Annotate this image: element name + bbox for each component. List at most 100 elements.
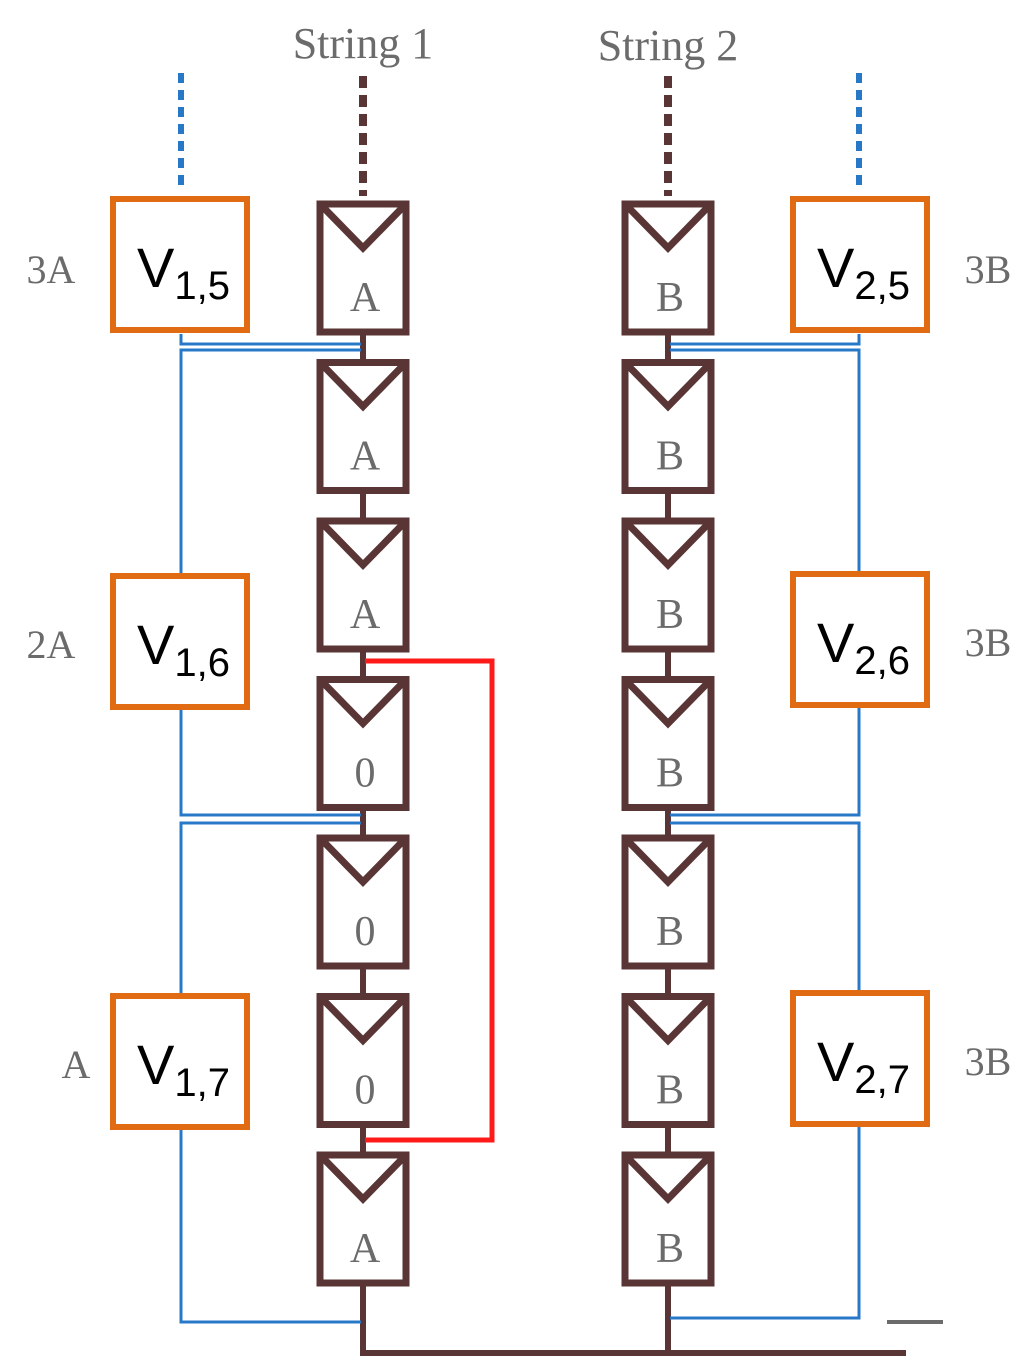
diode-icon xyxy=(319,520,407,571)
panel-frame xyxy=(316,359,410,494)
diode-icon xyxy=(319,837,407,888)
conv-2-6-to-conv-2-7-wire xyxy=(670,821,861,992)
solar-panel: A xyxy=(316,1151,410,1287)
solar-panel: B xyxy=(621,676,715,811)
panel-label: A xyxy=(350,434,381,480)
converter-label: V2,6 xyxy=(817,611,910,683)
panel-label: B xyxy=(656,1226,684,1272)
solar-panel: 0 xyxy=(316,993,410,1128)
voltage-converter-2-7: V2,7 xyxy=(790,990,930,1127)
converter-subscript: 2,6 xyxy=(854,639,910,683)
diode-icon xyxy=(624,203,712,254)
diode-icon xyxy=(319,1154,407,1205)
conv-1-7-to-bottom-wire xyxy=(179,1130,361,1324)
labels-layer: String 1 String 2 3A 2A A 3B 3B 3B xyxy=(27,19,1012,1087)
wiring-layer xyxy=(178,73,943,1356)
panel-frame xyxy=(621,359,715,494)
converter-label: V1,7 xyxy=(137,1033,230,1105)
converter-side-label: 3A xyxy=(27,247,76,292)
panel-frame xyxy=(316,676,410,811)
converter-side-label: 3B xyxy=(965,247,1012,292)
diode-icon xyxy=(624,679,712,729)
converter-side-label: 2A xyxy=(27,622,76,667)
converter-frame xyxy=(790,990,930,1127)
panel-label: A xyxy=(350,1226,381,1272)
panel-label: B xyxy=(656,275,684,321)
voltage-converter-1-6: V1,6 xyxy=(110,573,250,710)
string-2-title: String 2 xyxy=(598,21,739,70)
solar-panel: 0 xyxy=(316,834,410,970)
panel-label: A xyxy=(350,275,381,321)
panel-label: B xyxy=(656,1068,684,1114)
diode-icon xyxy=(624,362,712,412)
panel-label: A xyxy=(350,592,381,638)
conv-2-5-to-string-wire-a xyxy=(670,334,861,346)
conv-2-6-to-string-wire xyxy=(670,707,861,817)
converter-main: V xyxy=(137,1033,175,1096)
converter-main: V xyxy=(817,236,855,299)
conv-2-7-to-bottom-wire xyxy=(670,1126,861,1320)
converter-label: V2,7 xyxy=(817,1030,910,1102)
converter-frame xyxy=(790,571,930,708)
panel-frame xyxy=(316,834,410,970)
conv-2-5-to-conv-2-6-wire xyxy=(670,348,861,572)
converter-label: V2,5 xyxy=(817,236,910,308)
solar-panel: A xyxy=(316,359,410,494)
panel-frame xyxy=(316,1151,410,1287)
diode-icon xyxy=(319,203,407,254)
converter-frame xyxy=(110,993,250,1130)
converter-main: V xyxy=(137,613,175,676)
diode-icon xyxy=(319,996,407,1046)
converter-frame xyxy=(790,196,930,333)
voltage-converter-2-6: V2,6 xyxy=(790,571,930,708)
panel-label: 0 xyxy=(355,1068,376,1114)
panel-frame xyxy=(621,1151,715,1287)
solar-panel: 0 xyxy=(316,676,410,811)
solar-panel: B xyxy=(621,1151,715,1287)
panel-frame xyxy=(316,993,410,1128)
panel-frame xyxy=(621,517,715,653)
voltage-converter-1-7: V1,7 xyxy=(110,993,250,1130)
solar-panel: B xyxy=(621,834,715,970)
panel-label: B xyxy=(656,909,684,955)
panel-frame xyxy=(621,200,715,336)
solar-panel: B xyxy=(621,517,715,653)
solar-panel: B xyxy=(621,359,715,494)
converter-main: V xyxy=(817,611,855,674)
converter-subscript: 1,7 xyxy=(174,1061,230,1105)
solar-panel: A xyxy=(316,517,410,653)
converter-side-label: 3B xyxy=(965,620,1012,665)
converters-layer: V1,5V1,6V1,7V2,5V2,6V2,7 xyxy=(110,196,930,1130)
converter-subscript: 2,7 xyxy=(854,1058,910,1102)
diode-icon xyxy=(319,362,407,412)
panel-frame xyxy=(621,834,715,970)
solar-panel: B xyxy=(621,993,715,1128)
conv-1-5-to-string-wire-a xyxy=(179,334,361,346)
panel-frame xyxy=(316,200,410,336)
diode-icon xyxy=(624,1154,712,1205)
panel-frame xyxy=(621,676,715,811)
solar-panel: A xyxy=(316,200,410,336)
conv-1-6-to-conv-1-7-wire xyxy=(179,821,361,996)
voltage-converter-2-5: V2,5 xyxy=(790,196,930,333)
conv-1-6-to-string-wire xyxy=(179,708,361,817)
converter-main: V xyxy=(137,236,175,299)
diode-icon xyxy=(624,996,712,1046)
converter-frame xyxy=(110,573,250,710)
string-1-title: String 1 xyxy=(293,19,434,68)
converter-frame xyxy=(110,196,250,333)
solar-panel: B xyxy=(621,200,715,336)
panel-label: 0 xyxy=(355,909,376,955)
converter-main: V xyxy=(817,1030,855,1093)
converter-subscript: 2,5 xyxy=(854,264,910,308)
converter-subscript: 1,6 xyxy=(174,641,230,685)
converter-label: V1,5 xyxy=(137,236,230,308)
converter-side-label: 3B xyxy=(965,1039,1012,1084)
panel-label: B xyxy=(656,751,684,797)
converter-label: V1,6 xyxy=(137,613,230,685)
converter-subscript: 1,5 xyxy=(174,264,230,308)
panel-label: B xyxy=(656,434,684,480)
converter-side-label: A xyxy=(62,1042,91,1087)
bypass-wire xyxy=(365,658,495,1143)
